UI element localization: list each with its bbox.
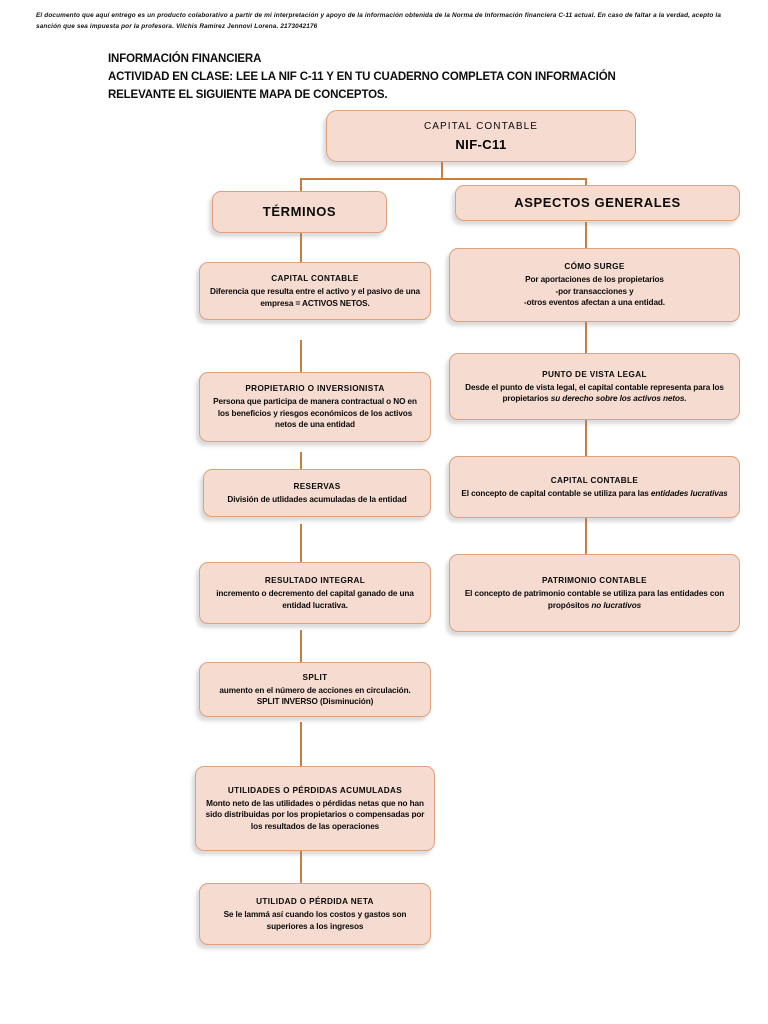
- connector-left-4: [300, 524, 302, 562]
- node-terminos-1[interactable]: CAPITAL CONTABLE Diferencia que resulta …: [199, 262, 431, 320]
- node-branch-aspectos-label: ASPECTOS GENERALES: [514, 195, 681, 210]
- node-aspectos-2-heading: PUNTO DE VISTA LEGAL: [542, 369, 647, 379]
- node-terminos-2-body: Persona que participa de manera contract…: [213, 397, 417, 430]
- node-aspectos-1-line-1: Por aportaciones de los propietarios-por…: [524, 275, 665, 308]
- title-line-2: ACTIVIDAD EN CLASE: LEE LA NIF C-11 Y EN…: [108, 71, 616, 83]
- node-terminos-2[interactable]: PROPIETARIO O INVERSIONISTA Persona que …: [199, 372, 431, 442]
- node-terminos-1-heading: CAPITAL CONTABLE: [271, 274, 359, 283]
- node-aspectos-3-body: El concepto de capital contable se utili…: [461, 488, 727, 500]
- node-aspectos-3-heading: CAPITAL CONTABLE: [550, 475, 639, 485]
- node-aspectos-2[interactable]: PUNTO DE VISTA LEGAL Desde el punto de v…: [449, 353, 740, 420]
- connector-left-6: [300, 722, 302, 766]
- node-terminos-7-body: Se le lammá así cuando los costos y gast…: [223, 910, 407, 931]
- connector-right-1: [585, 222, 587, 248]
- node-terminos-2-heading: PROPIETARIO O INVERSIONISTA: [245, 384, 385, 394]
- connector-right-4: [585, 518, 587, 554]
- node-root-heading: CAPITAL CONTABLE: [423, 120, 539, 132]
- node-terminos-7-heading: UTILIDAD O PÉRDIDA NETA: [256, 897, 374, 906]
- node-aspectos-1-body: Por aportaciones de los propietarios-por…: [524, 274, 665, 309]
- node-terminos-6[interactable]: UTILIDADES O PÉRDIDAS ACUMULADAS Monto n…: [195, 766, 435, 851]
- node-aspectos-4-body-plain: El concepto de patrimonio contable se ut…: [464, 589, 725, 610]
- node-root-subheading: NIF-C11: [455, 136, 507, 152]
- connector-left-1: [300, 230, 302, 262]
- page-title: INFORMACIÓN FINANCIERA ACTIVIDAD EN CLAS…: [108, 50, 688, 104]
- node-terminos-6-heading: UTILIDADES O PÉRDIDAS ACUMULADAS: [227, 785, 403, 795]
- node-terminos-5[interactable]: SPLIT aumento en el número de acciones e…: [199, 662, 431, 717]
- node-aspectos-4-body: El concepto de patrimonio contable se ut…: [459, 588, 730, 611]
- node-terminos-5-heading: SPLIT: [302, 672, 328, 682]
- node-aspectos-4[interactable]: PATRIMONIO CONTABLE El concepto de patri…: [449, 554, 740, 632]
- node-branch-terminos[interactable]: TÉRMINOS: [212, 191, 387, 233]
- connector-left-5: [300, 630, 302, 662]
- node-terminos-3-heading: RESERVAS: [293, 481, 341, 491]
- node-aspectos-3-body-italic: entidades lucrativas: [650, 488, 728, 498]
- node-terminos-7[interactable]: UTILIDAD O PÉRDIDA NETA Se le lammá así …: [199, 883, 431, 945]
- title-line-3: RELEVANTE EL SIGUIENTE MAPA DE CONCEPTOS…: [108, 89, 388, 101]
- node-terminos-3-body: División de utlidades acumuladas de la e…: [227, 494, 407, 504]
- connector-to-aspectos: [585, 178, 587, 187]
- node-aspectos-4-body-italic: no lucrativos: [591, 600, 642, 610]
- node-aspectos-2-body-italic: su derecho sobre los activos netos.: [550, 394, 687, 403]
- node-aspectos-4-heading: PATRIMONIO CONTABLE: [542, 576, 647, 585]
- node-aspectos-1[interactable]: CÓMO SURGE Por aportaciones de los propi…: [449, 248, 740, 322]
- disclaimer-text: El documento que aquí entrego es un prod…: [36, 12, 722, 30]
- node-terminos-6-body: Monto neto de las utilidades o pérdidas …: [205, 798, 425, 831]
- connector-left-3: [300, 452, 302, 469]
- node-aspectos-2-body: Desde el punto de vista legal, el capita…: [459, 382, 730, 405]
- connector-root-down: [441, 160, 443, 179]
- node-terminos-4-body: incremento o decremento del capital gana…: [216, 589, 414, 610]
- node-aspectos-3-body-plain: El concepto de capital contable se utili…: [461, 488, 651, 498]
- node-terminos-5-body: aumento en el número de acciones en circ…: [219, 685, 411, 707]
- connector-to-terminos: [300, 178, 302, 193]
- node-branch-aspectos[interactable]: ASPECTOS GENERALES: [455, 185, 740, 221]
- connector-left-2: [300, 340, 302, 372]
- node-terminos-4-heading: RESULTADO INTEGRAL: [264, 576, 366, 585]
- connector-right-3: [585, 420, 587, 456]
- node-aspectos-2-body-plain: Desde el punto de vista legal, el capita…: [465, 382, 724, 404]
- node-terminos-3[interactable]: RESERVAS División de utlidades acumulada…: [203, 469, 431, 517]
- connector-split-bar: [300, 178, 587, 180]
- node-branch-terminos-label: TÉRMINOS: [262, 204, 337, 219]
- connector-left-7: [300, 850, 302, 883]
- node-aspectos-1-heading: CÓMO SURGE: [564, 262, 625, 272]
- title-line-1: INFORMACIÓN FINANCIERA: [108, 53, 262, 65]
- node-terminos-4[interactable]: RESULTADO INTEGRAL incremento o decremen…: [199, 562, 431, 624]
- node-aspectos-3[interactable]: CAPITAL CONTABLE El concepto de capital …: [449, 456, 740, 518]
- connector-right-2: [585, 322, 587, 353]
- node-terminos-1-body: Diferencia que resulta entre el activo y…: [210, 287, 420, 308]
- node-root[interactable]: CAPITAL CONTABLE NIF-C11: [326, 110, 636, 162]
